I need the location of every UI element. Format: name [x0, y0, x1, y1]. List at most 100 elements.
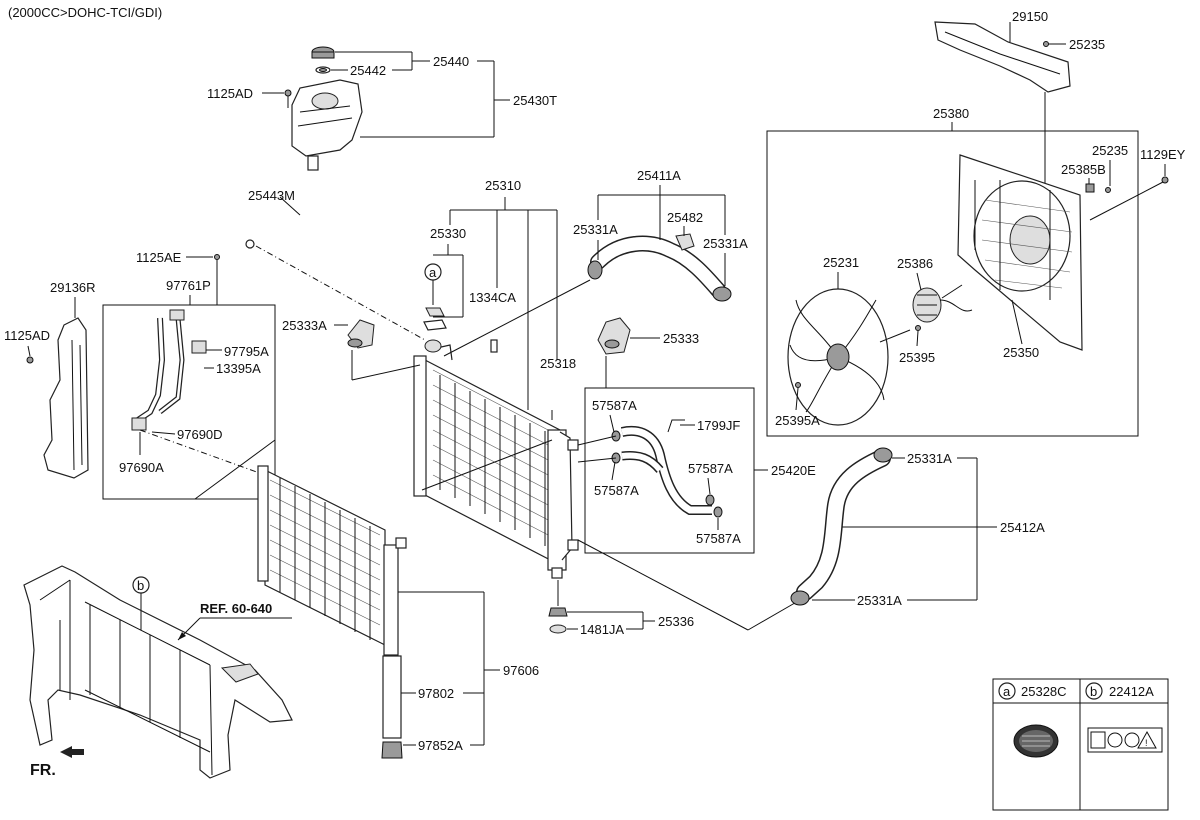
- fan-screw-25395A[interactable]: [795, 382, 801, 388]
- label-25395A: 25395A: [775, 413, 820, 428]
- shroud-bolt-25385B[interactable]: [1085, 183, 1095, 193]
- ac-pipe-assembly[interactable]: [131, 309, 185, 431]
- label-97690A: 97690A: [119, 460, 164, 475]
- guard-bolt-1125AD[interactable]: [26, 356, 34, 364]
- label-25231: 25231: [823, 255, 859, 270]
- ac-line-group-frame: [102, 304, 276, 500]
- front-direction-label: FR.: [30, 762, 56, 779]
- label-29150: 29150: [1012, 9, 1048, 24]
- reservoir-overflow-hose[interactable]: [245, 171, 315, 249]
- label-97690D: 97690D: [177, 427, 223, 442]
- reservoir-mount-bolt[interactable]: [284, 89, 292, 108]
- radiator-upper-cover[interactable]: [934, 21, 1071, 93]
- radiator-filler-cap[interactable]: [424, 339, 442, 353]
- radiator-top-bracket-clip[interactable]: [490, 339, 498, 353]
- motor-screw-25395[interactable]: [915, 325, 921, 331]
- radiator-bushing-1481JA[interactable]: [549, 624, 567, 634]
- radiator-cap-label-sticker[interactable]: [423, 307, 447, 331]
- ac-condenser[interactable]: [257, 465, 407, 656]
- lower-hose-clamp-bottom[interactable]: [790, 590, 810, 606]
- label-97802: 97802: [418, 686, 454, 701]
- upper-hose-clamp-right[interactable]: [712, 286, 732, 302]
- legend-table: a 25328C b 22412A !: [992, 678, 1169, 811]
- label-1481JA: 1481JA: [580, 622, 624, 637]
- radiator-lower-mount-bracket[interactable]: [347, 319, 375, 349]
- label-25442: 25442: [350, 63, 386, 78]
- front-end-carrier[interactable]: [23, 565, 293, 779]
- lower-radiator-hose[interactable]: [796, 449, 891, 601]
- label-25440: 25440: [433, 54, 469, 69]
- legend-b-circle: b: [1085, 682, 1103, 700]
- label-1125AD-top: 1125AD: [207, 86, 253, 101]
- front-direction-arrow-icon: [60, 746, 84, 758]
- label-25420E: 25420E: [771, 463, 816, 478]
- label-25235-top: 25235: [1069, 37, 1105, 52]
- label-57587A-4: 57587A: [696, 531, 741, 546]
- svg-text:a: a: [429, 265, 437, 280]
- fan-assembly-frame: [766, 130, 1139, 437]
- legend-a-part-number: 25328C: [1021, 684, 1067, 699]
- label-57587A-1: 57587A: [592, 398, 637, 413]
- label-25331A-upper-left: 25331A: [573, 222, 618, 237]
- clamp-57587A-group[interactable]: [611, 430, 723, 518]
- callout-a-marker: a: [424, 263, 442, 281]
- label-25336: 25336: [658, 614, 694, 629]
- label-1125AE: 1125AE: [136, 250, 182, 265]
- label-1799JF: 1799JF: [697, 418, 740, 433]
- label-97761P: 97761P: [166, 278, 211, 293]
- label-25310: 25310: [485, 178, 521, 193]
- hose-clip-1799JF[interactable]: [667, 419, 685, 433]
- radiator-lower-insulator[interactable]: [548, 607, 568, 617]
- reservoir-cap-seal[interactable]: [315, 66, 331, 74]
- label-25430T: 25430T: [513, 93, 557, 108]
- label-25235-mid: 25235: [1092, 143, 1128, 158]
- shroud-bolt-1129EY[interactable]: [1089, 176, 1169, 221]
- label-25331A-lower-bottom: 25331A: [857, 593, 902, 608]
- ac-pipe-bracket-97795A[interactable]: [191, 340, 207, 354]
- callout-b-marker: b: [132, 576, 150, 594]
- label-25443M: 25443M: [248, 188, 295, 203]
- cooling-fan[interactable]: [787, 288, 889, 426]
- legend-a-circle: a: [998, 682, 1016, 700]
- label-25318: 25318: [540, 356, 576, 371]
- svg-text:!: !: [1145, 738, 1148, 748]
- radiator-cap-warning-label-image: [1013, 724, 1059, 758]
- label-13395A: 13395A: [216, 361, 261, 376]
- cover-bolt-25235[interactable]: [1043, 41, 1049, 47]
- upper-hose-clamp-left[interactable]: [587, 260, 603, 280]
- lower-hose-clamp-top[interactable]: [873, 447, 893, 463]
- radiator-drain-plug[interactable]: [551, 567, 563, 579]
- shroud-bolt-25235[interactable]: [1105, 187, 1111, 193]
- label-25331A-upper-right: 25331A: [703, 236, 748, 251]
- atf-cooler-hose[interactable]: [620, 426, 712, 515]
- ac-line-bolt-1125AE[interactable]: [214, 254, 220, 260]
- label-25386: 25386: [897, 256, 933, 271]
- label-25330: 25330: [430, 226, 466, 241]
- caution-label-image: !: [1087, 727, 1163, 753]
- drier-cap-97852A[interactable]: [381, 741, 403, 759]
- label-57587A-2: 57587A: [594, 483, 639, 498]
- svg-text:b: b: [137, 578, 144, 593]
- fan-shroud[interactable]: [957, 154, 1083, 351]
- svg-text:a: a: [1003, 684, 1011, 699]
- label-25350: 25350: [1003, 345, 1039, 360]
- label-25385B: 25385B: [1061, 162, 1106, 177]
- fan-motor[interactable]: [912, 287, 973, 323]
- ref-60-640-link[interactable]: REF. 60-640: [200, 601, 272, 616]
- label-25482: 25482: [667, 210, 703, 225]
- radiator-upper-mount-bracket[interactable]: [597, 317, 631, 355]
- receiver-drier-97802[interactable]: [382, 655, 402, 739]
- side-air-guard[interactable]: [43, 317, 89, 479]
- label-1334CA: 1334CA: [469, 290, 516, 305]
- radiator-core[interactable]: [413, 344, 579, 571]
- label-25331A-lower-top: 25331A: [907, 451, 952, 466]
- reservoir-tank[interactable]: [291, 79, 363, 171]
- label-29136R: 29136R: [50, 280, 96, 295]
- label-97852A: 97852A: [418, 738, 463, 753]
- label-25380: 25380: [933, 106, 969, 121]
- upper-radiator-hose[interactable]: [590, 235, 726, 298]
- reservoir-cap[interactable]: [311, 46, 335, 59]
- hose-holder-clip[interactable]: [675, 233, 695, 251]
- label-25333: 25333: [663, 331, 699, 346]
